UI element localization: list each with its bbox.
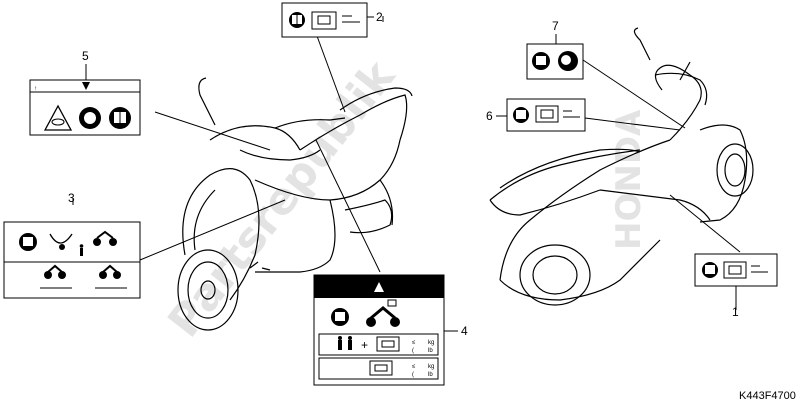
label-3: 3	[3, 191, 141, 299]
manual-book-icon-7	[532, 52, 550, 70]
label-5: 5 ↑	[29, 49, 141, 136]
rider-icon	[79, 244, 84, 256]
luggage-icon-4	[376, 336, 400, 352]
manual-book-icon-1	[702, 262, 718, 278]
helmet-icon	[79, 107, 101, 129]
svg-text:+: +	[361, 338, 368, 352]
callout-3: 3	[68, 191, 75, 205]
label-1: 1	[694, 253, 778, 319]
svg-text:↑: ↑	[34, 86, 37, 92]
unit-kg-1: kg	[428, 340, 434, 346]
unit-kg-2: kg	[428, 364, 434, 370]
helmet-icon-7	[558, 51, 578, 71]
fork-icon	[49, 233, 73, 244]
label-4: + ≤ kg ( lb ≤ kg ( lb 4	[313, 274, 468, 386]
callout-5: 5	[82, 49, 89, 63]
callout-2: 2	[376, 10, 383, 24]
front-wheel	[177, 249, 239, 331]
motorcycle-icon-4	[366, 299, 400, 327]
luggage-icon-6	[535, 105, 559, 123]
label-6: 6	[486, 98, 586, 132]
reference-code: K443F4700	[739, 390, 796, 402]
left-scooter	[177, 77, 413, 331]
manual-book-icon	[289, 12, 305, 28]
luggage-icon-5	[369, 360, 393, 376]
motorcycle-icon	[93, 230, 117, 246]
manual-book-icon-4	[331, 308, 349, 326]
callout-4: 4	[461, 324, 468, 338]
callout-1: 1	[732, 305, 739, 319]
callout-7: 7	[552, 19, 559, 33]
unit-lb-2: lb	[428, 372, 433, 378]
motorcycle-icon-3	[95, 264, 127, 289]
leader-lines	[72, 16, 741, 310]
rider-icon-4	[338, 336, 352, 350]
right-scooter	[489, 27, 754, 306]
manual-book-icon-3	[19, 233, 37, 251]
svg-text:≤: ≤	[412, 364, 416, 370]
callout-6: 6	[486, 109, 493, 123]
unit-lb-1: lb	[428, 348, 433, 354]
tire-pressure-icon	[43, 104, 73, 131]
manual-book-icon-6	[513, 107, 529, 123]
svg-text:≤: ≤	[412, 340, 416, 346]
label-7: 7	[526, 19, 584, 80]
luggage-icon-1	[723, 261, 747, 279]
svg-text:HONDA: HONDA	[609, 109, 649, 250]
luggage-icon	[311, 11, 337, 30]
warning-triangle-icon-4	[374, 282, 384, 292]
motorcycle-icon-2	[40, 264, 72, 289]
warning-triangle-icon	[82, 82, 90, 90]
manual-book-icon-5	[109, 107, 131, 129]
label-2: 2	[281, 2, 383, 38]
svg-text:(: (	[412, 348, 414, 354]
svg-text:(: (	[412, 372, 414, 378]
